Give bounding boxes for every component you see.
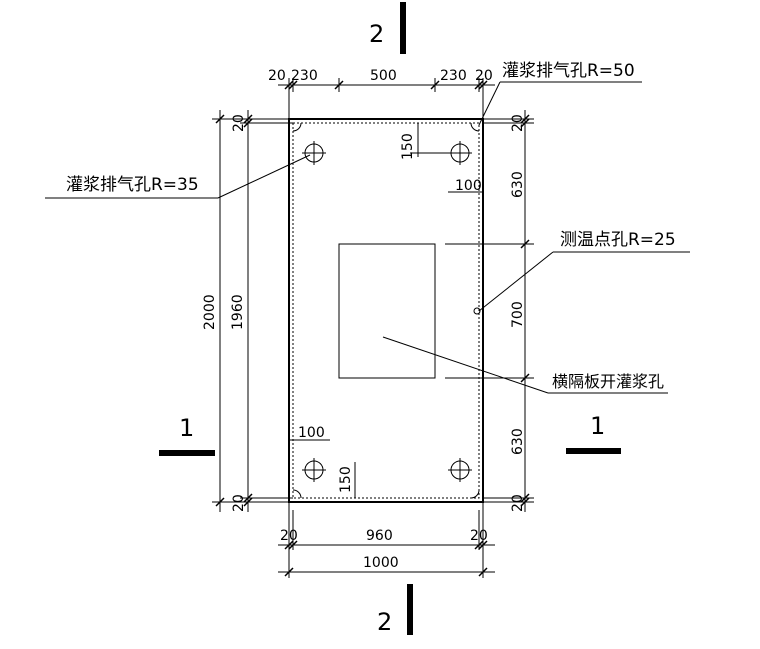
dim-top-1: 20 (268, 68, 286, 84)
dim-right-3: 700 (510, 301, 526, 328)
corner-vent-br (470, 489, 480, 499)
dim-top-3: 500 (370, 68, 397, 84)
section-label-top: 2 (369, 20, 384, 48)
label-vent-hole-35: 灌浆排气孔R=35 (66, 175, 199, 195)
corner-vent-tr (470, 122, 480, 132)
dim-bottom-right: 20 (470, 528, 488, 544)
dim-top-5: 20 (475, 68, 493, 84)
section-marker-right: 1 (566, 412, 621, 454)
corner-vent-tl (292, 122, 302, 132)
plate-outline (288, 118, 484, 503)
dim-bottom-spacing: 100 (298, 425, 325, 441)
dim-right-5: 20 (510, 494, 526, 512)
label-temp-hole: 测温点孔R=25 (560, 230, 676, 250)
vent-hole-tl (302, 141, 326, 165)
dim-left-top-edge: 20 (231, 114, 247, 132)
dim-internal: 150 100 100 150 (289, 123, 483, 498)
dim-right-4: 630 (510, 428, 526, 455)
section-marker-top: 2 (369, 2, 406, 54)
dim-top-spacing: 100 (455, 178, 482, 194)
dim-top-4: 230 (440, 68, 467, 84)
dim-chain-bottom: 20 960 20 1000 (278, 502, 495, 578)
dim-chain-right: 20 630 700 630 20 (445, 110, 534, 512)
leader-vent-50: 灌浆排气孔R=50 (478, 61, 642, 126)
dim-top-offset: 150 (400, 133, 416, 160)
leader-vent-35: 灌浆排气孔R=35 (45, 154, 311, 199)
dim-chain-top: 20 230 500 230 20 (268, 68, 495, 119)
corner-vent-bl (292, 489, 302, 499)
label-grout-hole: 横隔板开灌浆孔 (552, 372, 664, 391)
grout-opening (338, 243, 436, 379)
section-marker-left: 1 (159, 414, 215, 456)
dim-left-overall: 2000 (202, 294, 218, 330)
dim-bottom-left: 20 (280, 528, 298, 544)
label-vent-hole-50: 灌浆排气孔R=50 (502, 61, 635, 81)
dim-right-2: 630 (510, 171, 526, 198)
tick-marks (215, 80, 530, 577)
dim-left-bottom-edge: 20 (231, 494, 247, 512)
vent-hole-bl (302, 458, 326, 482)
dim-bottom-offset: 150 (338, 466, 354, 493)
section-label-bottom: 2 (377, 608, 392, 636)
dim-top-2: 230 (291, 68, 318, 84)
dim-bottom-inner: 960 (366, 528, 393, 544)
section-marker-bottom: 2 (377, 584, 413, 636)
dim-right-1: 20 (510, 114, 526, 132)
temp-hole (473, 307, 481, 315)
dim-left-inner: 1960 (230, 294, 246, 330)
dim-chain-left: 2000 1960 20 20 (202, 110, 293, 512)
plate-outer (288, 118, 484, 503)
leader-temp: 测温点孔R=25 (478, 230, 690, 312)
vent-hole-br (448, 458, 472, 482)
plate-inner (292, 122, 480, 499)
leader-grout: 横隔板开灌浆孔 (382, 336, 668, 394)
dim-bottom-overall: 1000 (363, 555, 399, 571)
section-label-left: 1 (179, 414, 194, 442)
section-label-right: 1 (590, 412, 605, 440)
